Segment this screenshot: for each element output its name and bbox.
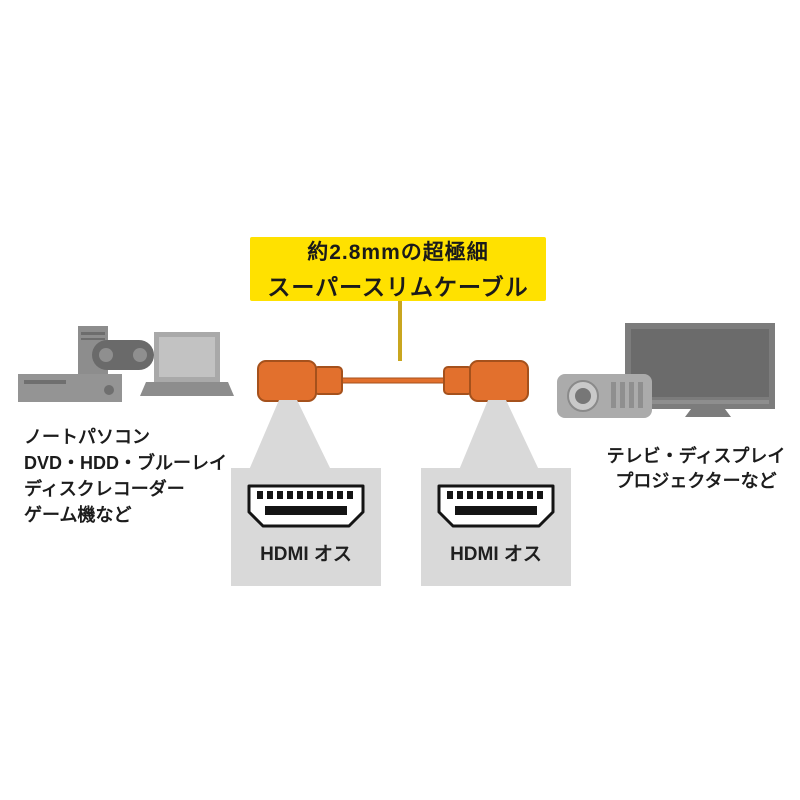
display-devices-label: テレビ・ディスプレイ プロジェクターなど [593, 444, 799, 494]
hdmi-connector-face-icon [437, 484, 555, 528]
cable-cord [339, 377, 447, 384]
feature-banner: 約2.8mmの超極細 スーパースリムケーブル [250, 237, 546, 301]
right-connector-callout: HDMI オス [421, 468, 571, 586]
left-plug-head [257, 360, 317, 402]
right-plug-collar [443, 366, 473, 395]
left-connector-callout: HDMI オス [231, 468, 381, 586]
hdmi-connector-face-icon [247, 484, 365, 528]
source-devices-label: ノートパソコン DVD・HDD・ブルーレイ ディスクレコーダー ゲーム機など [24, 424, 227, 528]
laptop-icon [140, 332, 234, 396]
source-label-line-4: ゲーム機など [24, 505, 132, 525]
right-callout-pointer [459, 400, 539, 470]
source-label-line-3: ディスクレコーダー [24, 479, 185, 499]
tv-icon [625, 323, 775, 417]
display-devices-icons [557, 323, 775, 418]
source-devices-icons [18, 326, 234, 402]
display-label-line-1: テレビ・ディスプレイ [606, 446, 786, 466]
banner-text-line1: 約2.8mmの超極細 [307, 241, 489, 264]
right-plug-head [469, 360, 529, 402]
hdmi-cable-illustration [257, 360, 529, 402]
display-label-line-2: プロジェクターなど [615, 471, 777, 491]
left-callout-pointer [249, 400, 331, 470]
source-label-line-1: ノートパソコン [24, 427, 150, 447]
banner-text-line2: スーパースリムケーブル [267, 274, 529, 300]
source-label-line-2: DVD・HDD・ブルーレイ [24, 453, 228, 473]
gamepad-icon [92, 340, 154, 370]
left-connector-label: HDMI オス [260, 544, 352, 565]
dvd-recorder-icon [18, 374, 122, 402]
left-plug-collar [313, 366, 343, 395]
banner-pointer-line [398, 301, 402, 361]
right-connector-label: HDMI オス [450, 544, 542, 565]
projector-icon [557, 374, 652, 418]
